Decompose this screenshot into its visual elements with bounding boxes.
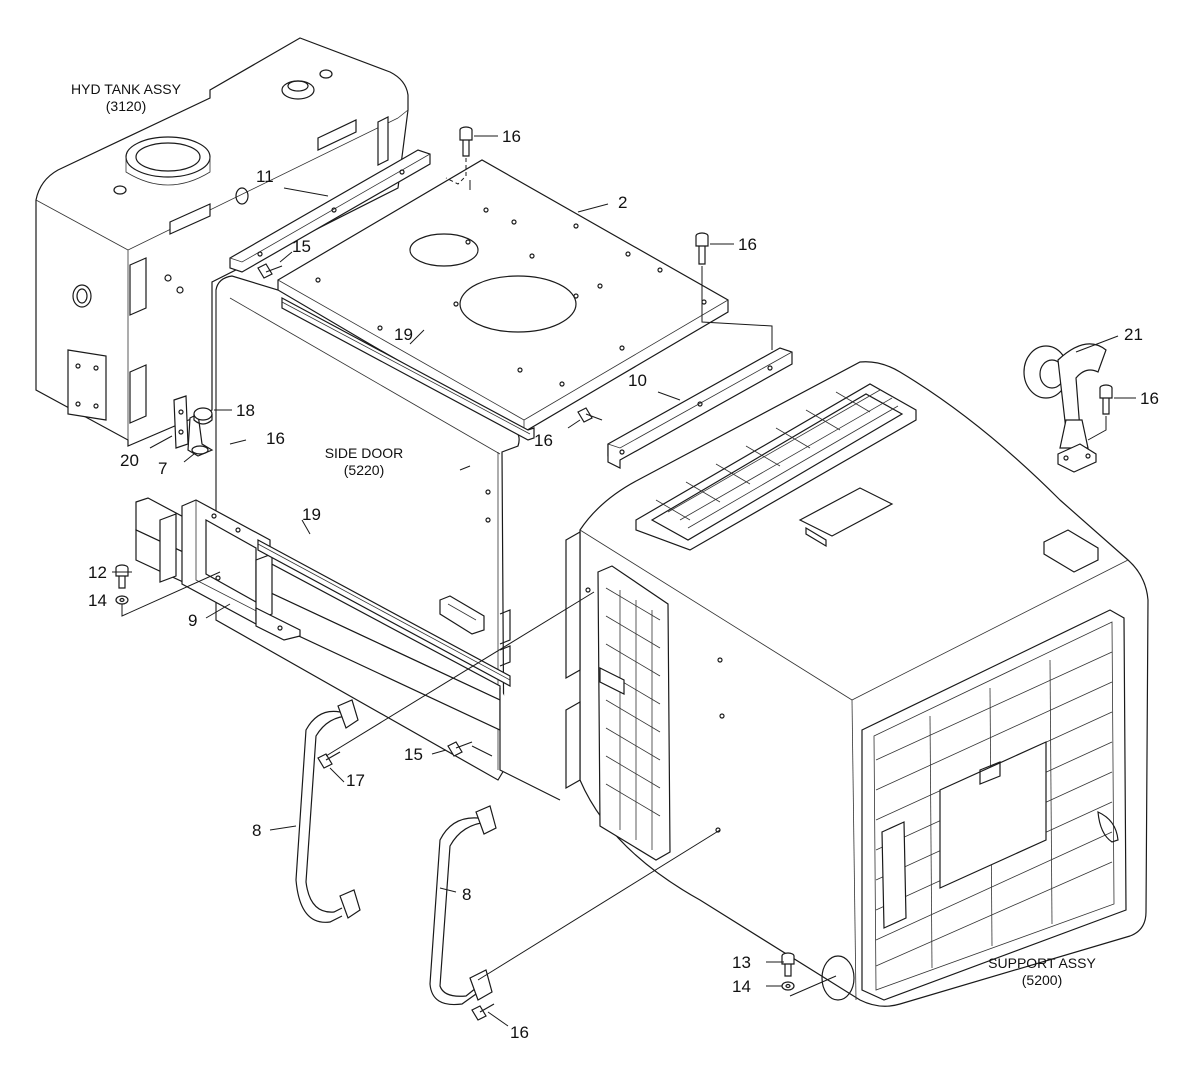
leader-lines [112, 135, 1136, 1027]
bolt-12 [115, 564, 129, 589]
callout-18: 18 [236, 401, 255, 420]
support-assembly-housing [565, 361, 1149, 1007]
callout-15-top: 15 [292, 237, 311, 256]
callout-16-right: 16 [1140, 389, 1159, 408]
cover-plate-2 [277, 159, 729, 433]
bracket-10 [607, 347, 793, 469]
callout-21: 21 [1124, 325, 1143, 344]
callout-16-mid: 16 [266, 429, 285, 448]
hydraulic-tank-assembly [35, 37, 409, 447]
callout-11: 11 [256, 167, 274, 186]
bolt-16-bracket [577, 407, 603, 423]
callout-19-mid: 19 [302, 505, 321, 524]
side-door-code: (5220) [344, 462, 384, 478]
callout-16-bottom: 16 [510, 1023, 529, 1042]
hyd-tank-name: HYD TANK ASSY [71, 81, 182, 97]
callout-14-bottom: 14 [732, 977, 751, 996]
callout-2: 2 [618, 193, 627, 212]
washer-14-left [115, 595, 129, 605]
lower-bracket-9 [135, 497, 561, 801]
callout-19-top: 19 [394, 325, 413, 344]
grab-handle-8-left [295, 699, 361, 923]
callout-16-top: 16 [502, 127, 521, 146]
callout-16-bracket: 16 [534, 431, 553, 450]
side-door-name: SIDE DOOR [325, 445, 404, 461]
bolt-16-plate [695, 232, 709, 265]
callout-20: 20 [120, 451, 139, 470]
bolt-16-bottom [471, 1003, 495, 1021]
callout-8-left: 8 [252, 821, 261, 840]
bushing-18 [193, 407, 213, 425]
callout-8-right: 8 [462, 885, 471, 904]
seal-strip-19-top [281, 296, 535, 441]
callout-15-bottom: 15 [404, 745, 423, 764]
hinge-7 [187, 413, 214, 457]
bolt-16-top [459, 126, 473, 157]
callout-14-left: 14 [88, 591, 107, 610]
grab-handle-8-right [429, 805, 497, 1006]
bolt-16-right [1099, 384, 1113, 415]
callout-7: 7 [158, 459, 167, 478]
washer-14-bottom [781, 981, 795, 991]
support-assy-code: (5200) [1022, 972, 1062, 988]
callout-10: 10 [628, 371, 647, 390]
callout-12: 12 [88, 563, 107, 582]
bolt-15-bottom [447, 741, 473, 757]
bolt-13 [781, 952, 795, 977]
bolt-15-top [257, 263, 283, 279]
callout-17: 17 [346, 771, 365, 790]
hinge-plate-20 [173, 395, 189, 449]
callout-9: 9 [188, 611, 197, 630]
hyd-tank-code: (3120) [106, 98, 146, 114]
bolt-17 [317, 751, 341, 769]
callout-16-plate: 16 [738, 235, 757, 254]
callout-13: 13 [732, 953, 751, 972]
support-assy-name: SUPPORT ASSY [988, 955, 1096, 971]
lamp-stay-21 [1023, 343, 1107, 473]
bracket-11 [229, 149, 431, 273]
